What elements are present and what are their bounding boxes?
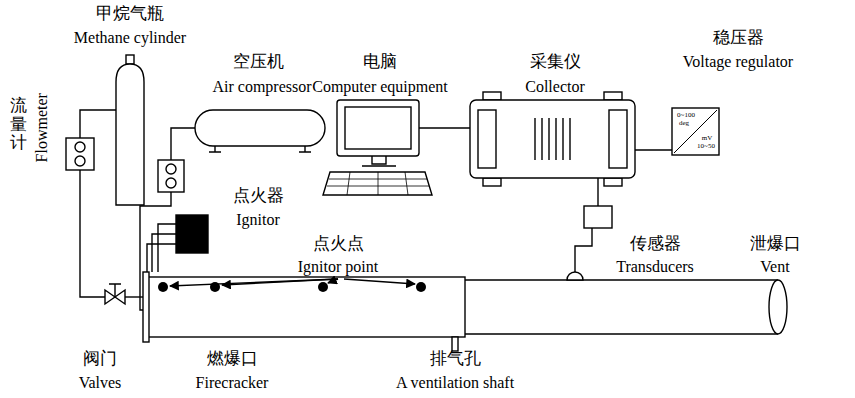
part-label: 电脑	[363, 53, 397, 72]
part-label: Valves	[79, 374, 122, 392]
part-label: Voltage regulator	[683, 53, 793, 71]
part-label: Firecracker	[196, 374, 269, 392]
air-line	[171, 128, 195, 160]
scale-text: mV	[702, 135, 713, 143]
part-label: Transducers	[616, 258, 694, 276]
flowmeter	[158, 160, 184, 192]
gas-line	[80, 170, 105, 297]
voltage-regulator	[672, 108, 719, 155]
part-label: Flowmeter	[33, 93, 51, 162]
ignitor-wire	[147, 224, 176, 272]
part-label: 流量计	[10, 97, 27, 153]
leader-arrows	[170, 279, 415, 286]
scale-text: deg	[679, 120, 689, 128]
gas-line	[125, 296, 144, 297]
part-label: 阀门	[83, 350, 117, 369]
part-label: 空压机	[233, 53, 284, 72]
ignitor-box	[176, 215, 208, 253]
part-label: 排气孔	[430, 350, 481, 369]
collector	[470, 92, 635, 186]
part-label: 采集仪	[530, 53, 581, 72]
scale-text: 0~100	[677, 112, 695, 120]
part-label: Ignitor	[236, 211, 280, 229]
flowmeter	[66, 138, 94, 170]
methane-cylinder	[116, 55, 144, 205]
transducer	[567, 178, 612, 280]
computer	[323, 100, 432, 195]
gas-line	[80, 110, 116, 138]
part-label: Methane cylinder	[74, 29, 186, 47]
data-cable	[419, 127, 470, 128]
part-label: Computer equipment	[312, 78, 448, 96]
part-label: 点火器	[233, 187, 284, 206]
part-label: Vent	[760, 258, 789, 276]
valve	[105, 284, 125, 304]
part-label: 点火点	[313, 235, 364, 254]
part-label: 传感器	[630, 235, 681, 254]
scale-text: 10~50	[697, 143, 715, 151]
part-label: 燃爆口	[207, 350, 258, 369]
part-label: Ignitor point	[298, 258, 378, 276]
part-label: 甲烷气瓶	[96, 5, 164, 24]
ignitor-points	[158, 282, 426, 292]
part-label: 泄爆口	[750, 235, 801, 254]
part-label: Collector	[525, 78, 585, 96]
explosion-pipe	[143, 272, 787, 351]
part-label: 稳压器	[713, 29, 764, 48]
power-cable	[635, 149, 672, 150]
part-label: A ventilation shaft	[396, 374, 514, 392]
part-label: Air compressor	[212, 78, 311, 96]
air-compressor	[195, 110, 325, 152]
